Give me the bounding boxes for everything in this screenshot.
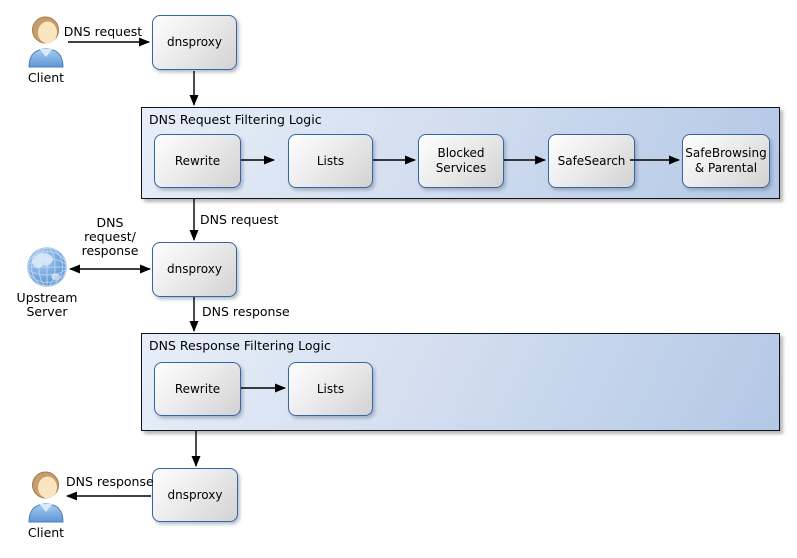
- upstream-server-label: Upstream Server: [16, 290, 78, 320]
- node-lists-response-label: Lists: [316, 381, 345, 396]
- node-rewrite-request-label: Rewrite: [174, 153, 221, 168]
- edge-label-dns-request-response: DNS request/ response: [81, 215, 139, 258]
- node-safebrowsing-parental-label: SafeBrowsing & Parental: [685, 146, 767, 175]
- person-icon: [26, 470, 66, 528]
- container-dns-request-filtering: DNS Request Filtering Logic Rewrite List…: [141, 107, 780, 199]
- edge-label-dns-response-mid: DNS response: [202, 304, 290, 319]
- node-rewrite-request: Rewrite: [154, 134, 241, 188]
- edge-label-dns-request-mid: DNS request: [200, 212, 279, 227]
- node-dnsproxy-top: dnsproxy: [152, 15, 237, 70]
- globe-icon: [26, 246, 68, 292]
- container-dns-response-filtering: DNS Response Filtering Logic Rewrite Lis…: [141, 333, 780, 431]
- person-icon: [26, 15, 66, 73]
- client-top-label: Client: [27, 70, 65, 85]
- edge-label-dns-response-bottom: DNS response: [66, 474, 154, 489]
- edge-label-dns-request-top: DNS request: [63, 24, 143, 39]
- node-dnsproxy-bottom: dnsproxy: [152, 468, 238, 522]
- node-dnsproxy-top-label: dnsproxy: [167, 35, 222, 49]
- node-dnsproxy-mid: dnsproxy: [152, 242, 237, 297]
- node-blocked-services: Blocked Services: [418, 134, 504, 188]
- node-safesearch: SafeSearch: [548, 134, 635, 188]
- node-rewrite-response: Rewrite: [154, 362, 241, 416]
- node-safebrowsing-parental: SafeBrowsing & Parental: [682, 134, 770, 188]
- container2-title: DNS Response Filtering Logic: [149, 338, 331, 353]
- node-rewrite-response-label: Rewrite: [174, 381, 221, 396]
- node-safesearch-label: SafeSearch: [557, 153, 626, 168]
- client-bottom-label: Client: [27, 525, 65, 540]
- node-dnsproxy-mid-label: dnsproxy: [167, 262, 222, 276]
- node-lists-response: Lists: [288, 362, 373, 416]
- node-lists-request: Lists: [288, 134, 373, 188]
- node-blocked-services-label: Blocked Services: [435, 146, 487, 175]
- node-dnsproxy-bottom-label: dnsproxy: [167, 487, 223, 502]
- container1-title: DNS Request Filtering Logic: [149, 112, 322, 127]
- node-lists-request-label: Lists: [316, 153, 345, 168]
